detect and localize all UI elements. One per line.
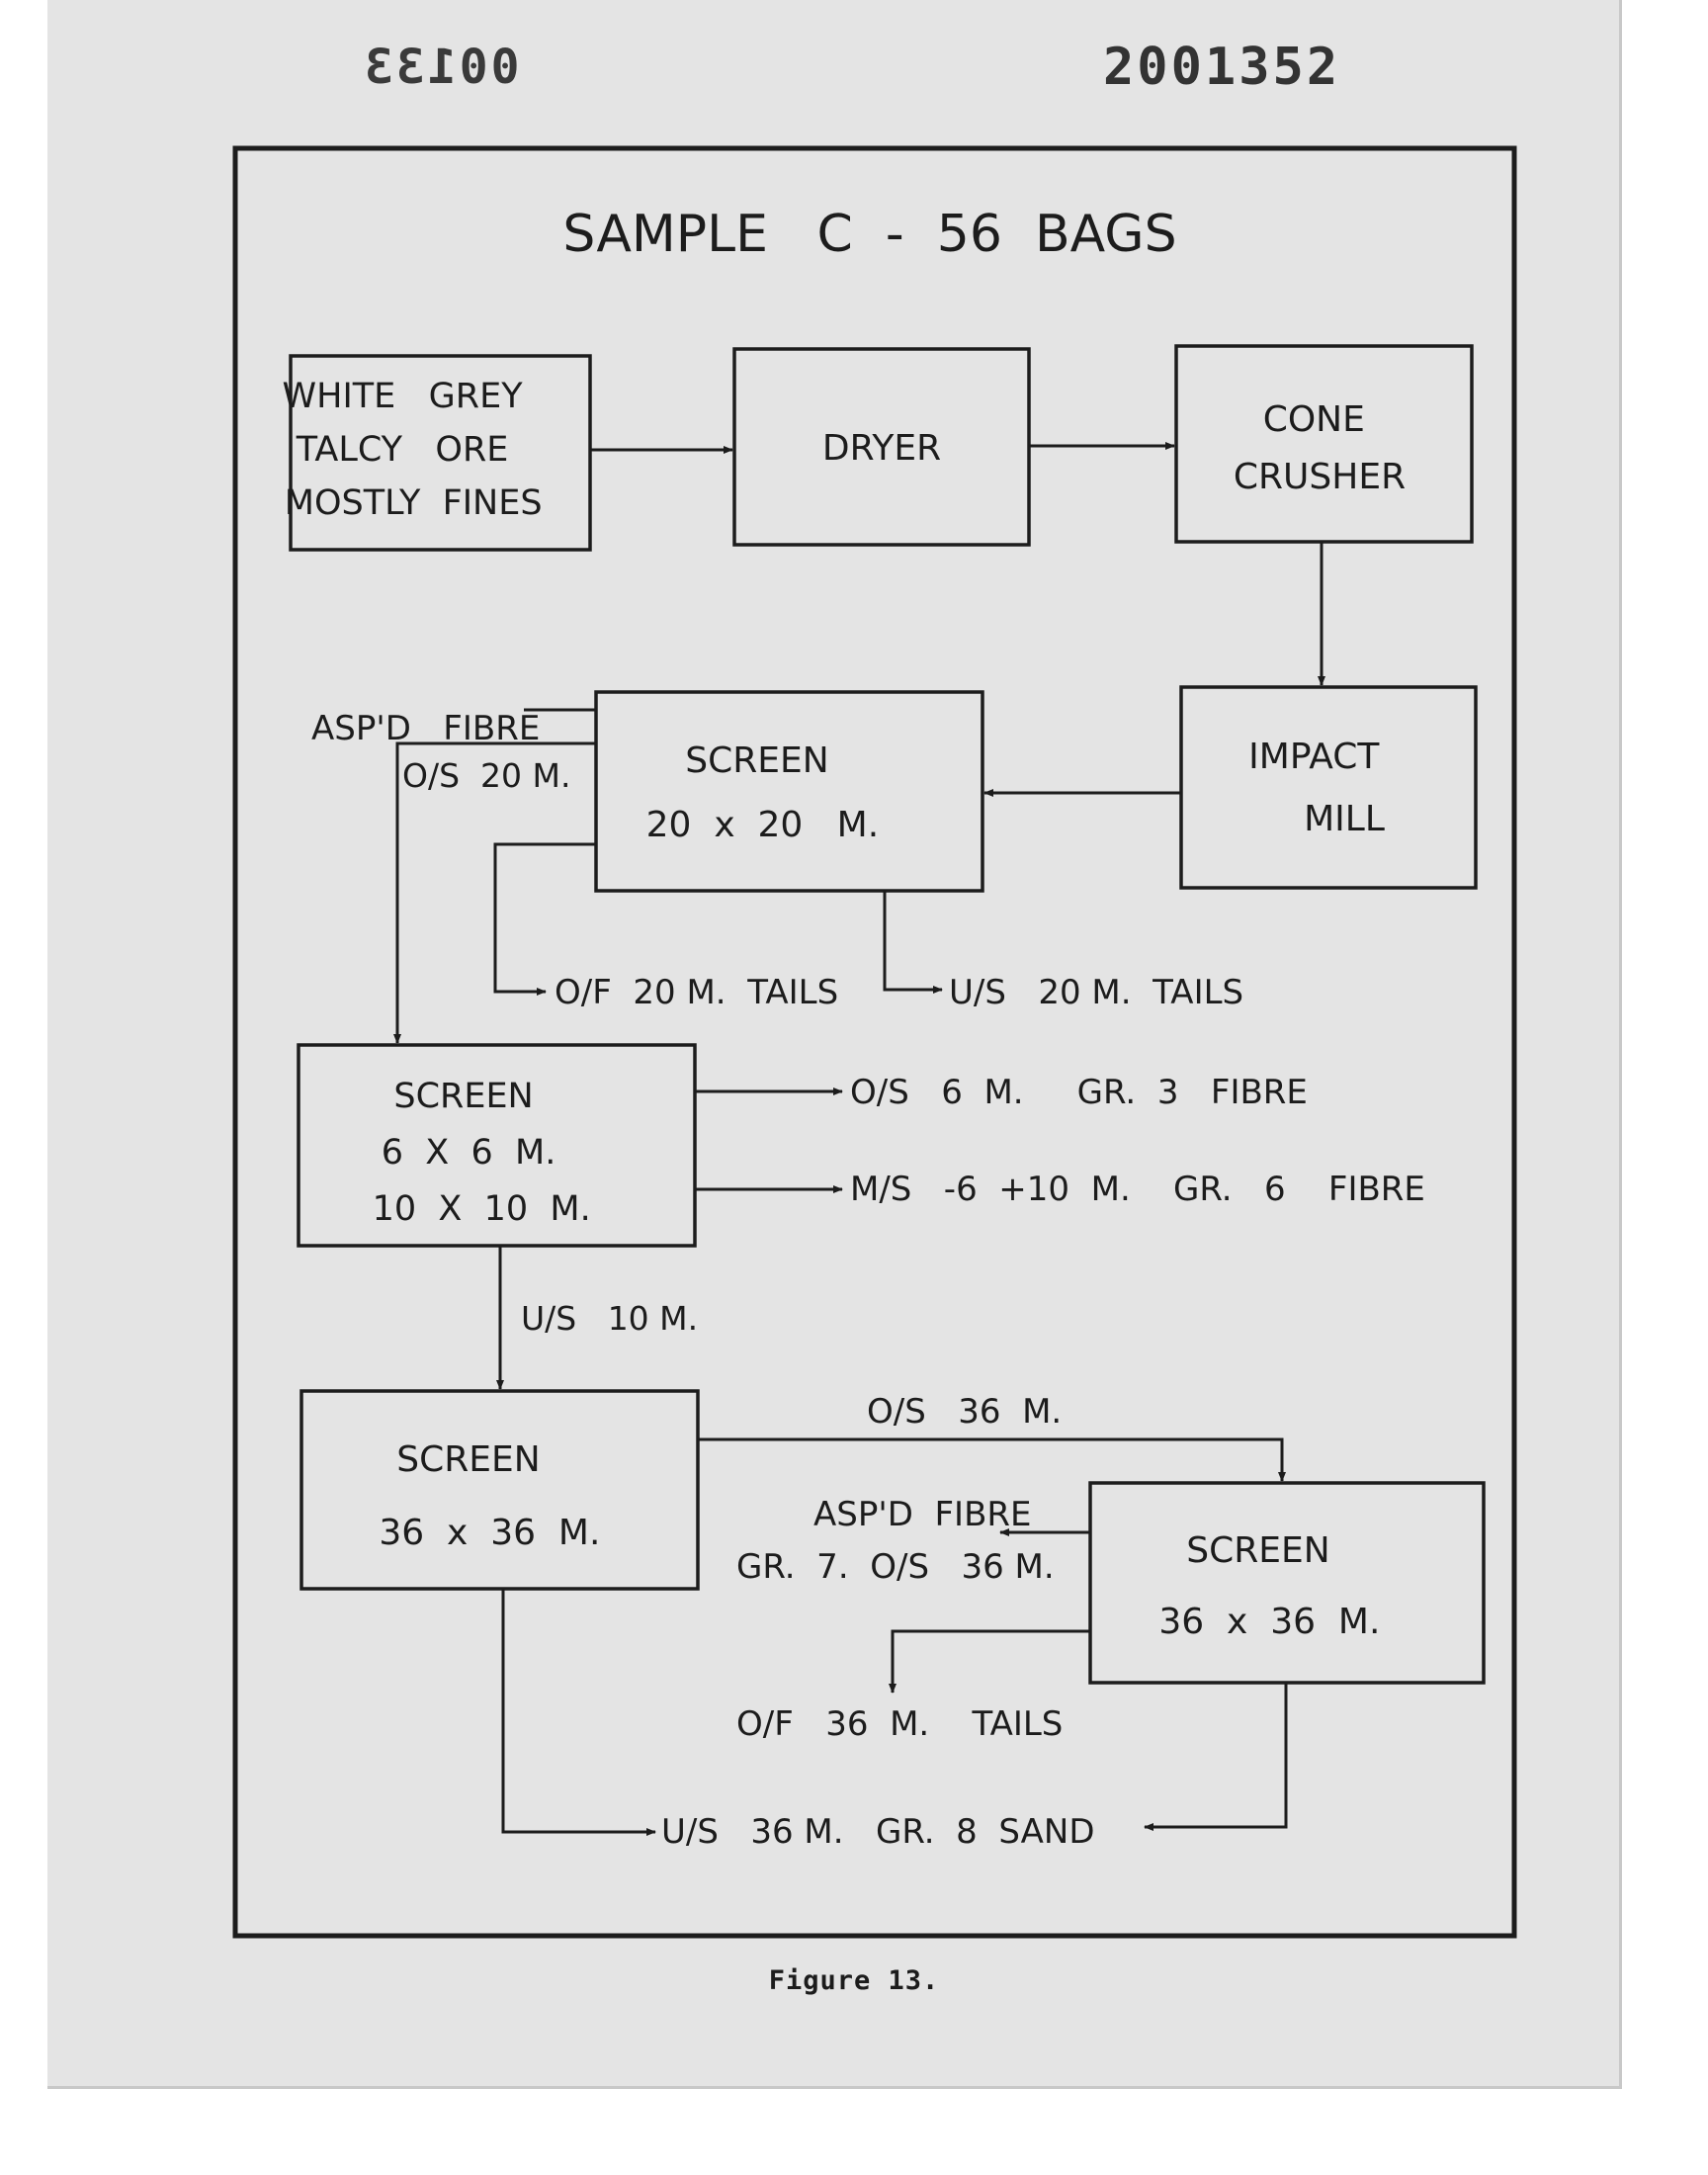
box-screen-36-a: SCREEN 36 x 36 M.: [0, 0, 700, 1591]
diagram-title: SAMPLE C - 56 BAGS: [562, 205, 1176, 264]
box-screen-20: SCREEN 20 x 20 M.: [0, 0, 984, 893]
label-os-6m: O/S 6 M. GR. 3 FIBRE: [850, 1073, 1308, 1112]
screen-6-10-line-3: 10 X 10 M.: [373, 1189, 591, 1229]
diagram-frame: [232, 145, 1517, 1939]
cone-crusher-line-2: CRUSHER: [1234, 457, 1406, 497]
box-impact-mill: IMPACT MILL: [1179, 685, 1478, 890]
label-us-36m-sand: U/S 36 M. GR. 8 SAND: [661, 1812, 1095, 1852]
label-aspd-fibre-bottom: ASP'D FIBRE: [813, 1495, 1032, 1534]
figure-caption: Figure 13.: [768, 1965, 940, 1996]
svg-text:SCREEN 36 x 36 M.: SCREEN 36 x 36 M.: [1158, 1530, 1380, 1642]
label-os-20m: O/S 20 M.: [402, 756, 570, 795]
screen-20-line-2: 20 x 20 M.: [646, 805, 880, 845]
label-us-20m-tails: U/S 20 M. TAILS: [949, 973, 1243, 1012]
svg-text:SCREEN 6 X 6 M.: SCREEN 6 X 6 M. 10 X 10 M.: [0, 0, 645, 1229]
svg-text:DRYER: DRYER: [822, 428, 941, 469]
label-of-36m-tails: O/F 36 M. TAILS: [736, 1704, 1063, 1744]
screen-36-b-line-1: SCREEN: [1186, 1530, 1329, 1571]
screen-36-a-line-1: SCREEN: [396, 1439, 540, 1480]
impact-mill-line-2: MILL: [1304, 799, 1385, 839]
label-gr7-os-36m: GR. 7. O/S 36 M.: [736, 1547, 1055, 1587]
screen-6-10-line-1: SCREEN: [393, 1077, 533, 1116]
box-screen-36-b: SCREEN 36 x 36 M.: [1088, 1481, 1486, 1685]
svg-text:WHITE GREY TALCY ORE: WHITE GREY TALCY ORE MOSTLY FINES: [0, 0, 599, 523]
feed-line-3: MOSTLY FINES: [285, 483, 543, 523]
label-aspd-fibre-top: ASP'D FIBRE: [311, 709, 540, 748]
arrow-us-20m-tails: [883, 891, 943, 994]
box-dryer: DRYER: [732, 347, 1031, 547]
svg-text:SCREEN 20 x 20 M.: SCREEN 20 x 20 M.: [0, 0, 935, 845]
svg-text:IMPACT MILL: IMPACT MILL: [1248, 737, 1391, 839]
svg-text:CONE CRUSHER: CONE CRUSHER: [1234, 399, 1406, 497]
dryer-label: DRYER: [822, 428, 941, 469]
feed-line-2: TALCY ORE: [296, 430, 509, 470]
impact-mill-line-1: IMPACT: [1248, 737, 1380, 777]
screen-36-a-line-2: 36 x 36 M.: [379, 1513, 600, 1553]
label-of-20m-tails: O/F 20 M. TAILS: [555, 973, 838, 1012]
serial-stamp-right: 2001352: [1103, 38, 1341, 97]
arrow-of-36m-tails: [889, 1629, 1090, 1694]
label-ms-6-10: M/S -6 +10 M. GR. 6 FIBRE: [850, 1170, 1425, 1209]
box-screen-6-10: SCREEN 6 X 6 M. 10 X 10 M.: [0, 0, 697, 1248]
cone-crusher-line-1: CONE: [1263, 399, 1365, 440]
box-cone-crusher: CONE CRUSHER: [1174, 344, 1474, 544]
arrow-of-20m-tails: [493, 842, 596, 996]
arrow-us-36m-to-sand: [501, 1589, 656, 1836]
screen-20-line-1: SCREEN: [685, 740, 828, 781]
box-feed: WHITE GREY TALCY ORE MOSTLY FINES: [0, 0, 599, 552]
screen-6-10-line-2: 6 X 6 M.: [382, 1133, 556, 1173]
svg-text:SCREEN 36 x 36 M.: SCREEN 36 x 36 M.: [0, 0, 657, 1553]
screen-36-b-line-2: 36 x 36 M.: [1158, 1602, 1380, 1642]
label-os-36m: O/S 36 M.: [867, 1392, 1062, 1432]
arrow-os-36m: [698, 1437, 1286, 1482]
feed-line-1: WHITE GREY: [283, 377, 524, 416]
arrow-os-20m-to-screen-6: [393, 741, 596, 1044]
arrow-screen-36-b-to-sand: [1144, 1683, 1288, 1831]
label-us-10m: U/S 10 M.: [521, 1299, 698, 1338]
